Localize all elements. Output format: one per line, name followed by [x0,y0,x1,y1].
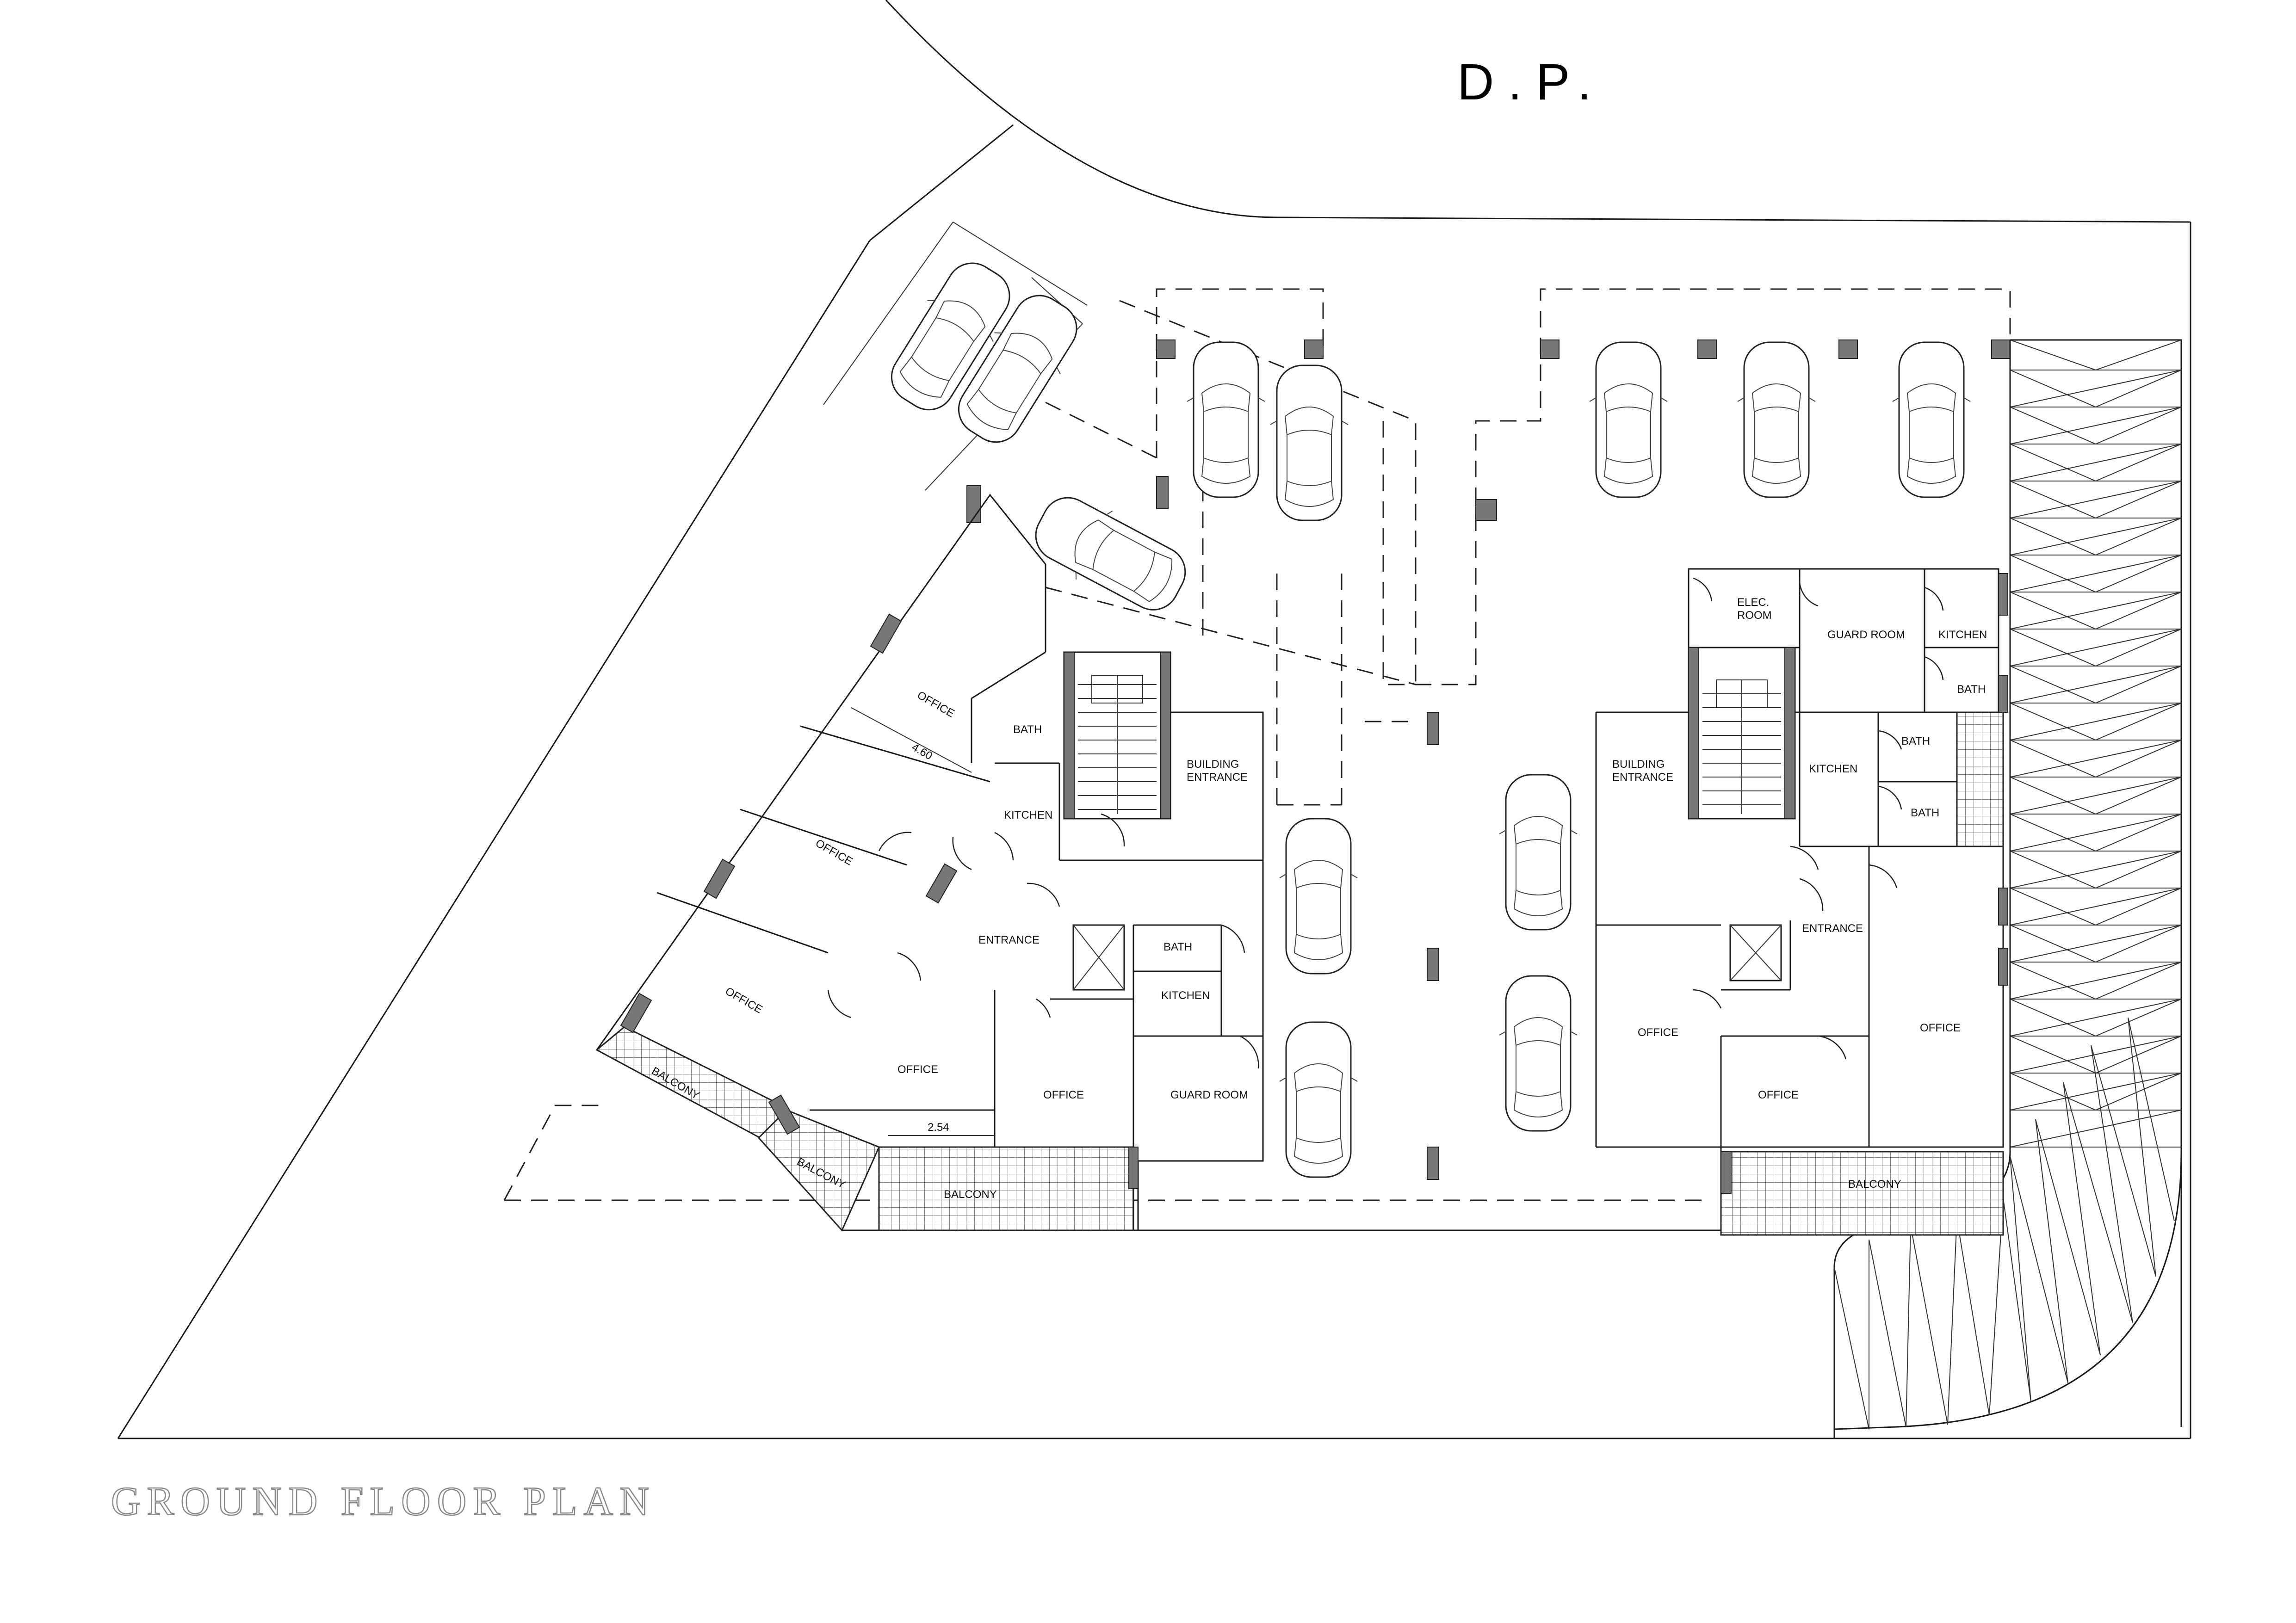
label-kitchen: KITCHEN [1938,629,1987,641]
label-office: OFFICE [1758,1089,1799,1101]
dim-office-depth: 2.54 [928,1121,949,1134]
label-office: OFFICE [1638,1026,1678,1039]
label-office: OFFICE [915,689,957,720]
right-room-labels: ELEC. ROOM GUARD ROOM KITCHEN BATH BUILD… [1612,596,1987,1191]
label-kitchen: KITCHEN [1004,809,1052,821]
label-guard-room: GUARD ROOM [1827,629,1905,641]
label-guard-room: GUARD ROOM [1170,1089,1248,1101]
label-balcony: BALCONY [1848,1178,1901,1191]
label-bath: BATH [1013,723,1042,736]
label-building-entrance: BUILDING [1612,758,1665,771]
site-boundary [117,0,2191,1439]
left-building [595,494,1264,1232]
label-office: OFFICE [1920,1022,1961,1034]
label-office: OFFICE [1043,1089,1084,1101]
label-office: OFFICE [897,1063,938,1076]
label-elec-room: ELEC. [1737,596,1769,609]
label-building-entrance: ENTRANCE [1612,771,1673,784]
label-kitchen: KITCHEN [1161,989,1210,1002]
parked-cars [876,249,1971,1178]
label-balcony: BALCONY [944,1188,997,1201]
label-office: OFFICE [723,985,765,1016]
drawing-title: GROUND FLOOR PLAN [111,1479,656,1524]
parking-area [503,288,2011,1201]
label-kitchen: KITCHEN [1809,763,1857,775]
label-entrance: ENTRANCE [978,934,1040,946]
label-elec-room: ROOM [1737,609,1772,622]
label-bath: BATH [1163,941,1192,953]
dp-mark: D.P. [1457,54,1605,111]
label-building-entrance: BUILDING [1187,758,1239,771]
right-building [1138,568,2008,1236]
label-bath: BATH [1911,807,1939,819]
label-bath: BATH [1957,683,1986,696]
label-entrance: ENTRANCE [1802,922,1863,935]
label-office: OFFICE [813,837,855,868]
label-building-entrance: ENTRANCE [1187,771,1248,784]
label-bath: BATH [1901,735,1930,747]
